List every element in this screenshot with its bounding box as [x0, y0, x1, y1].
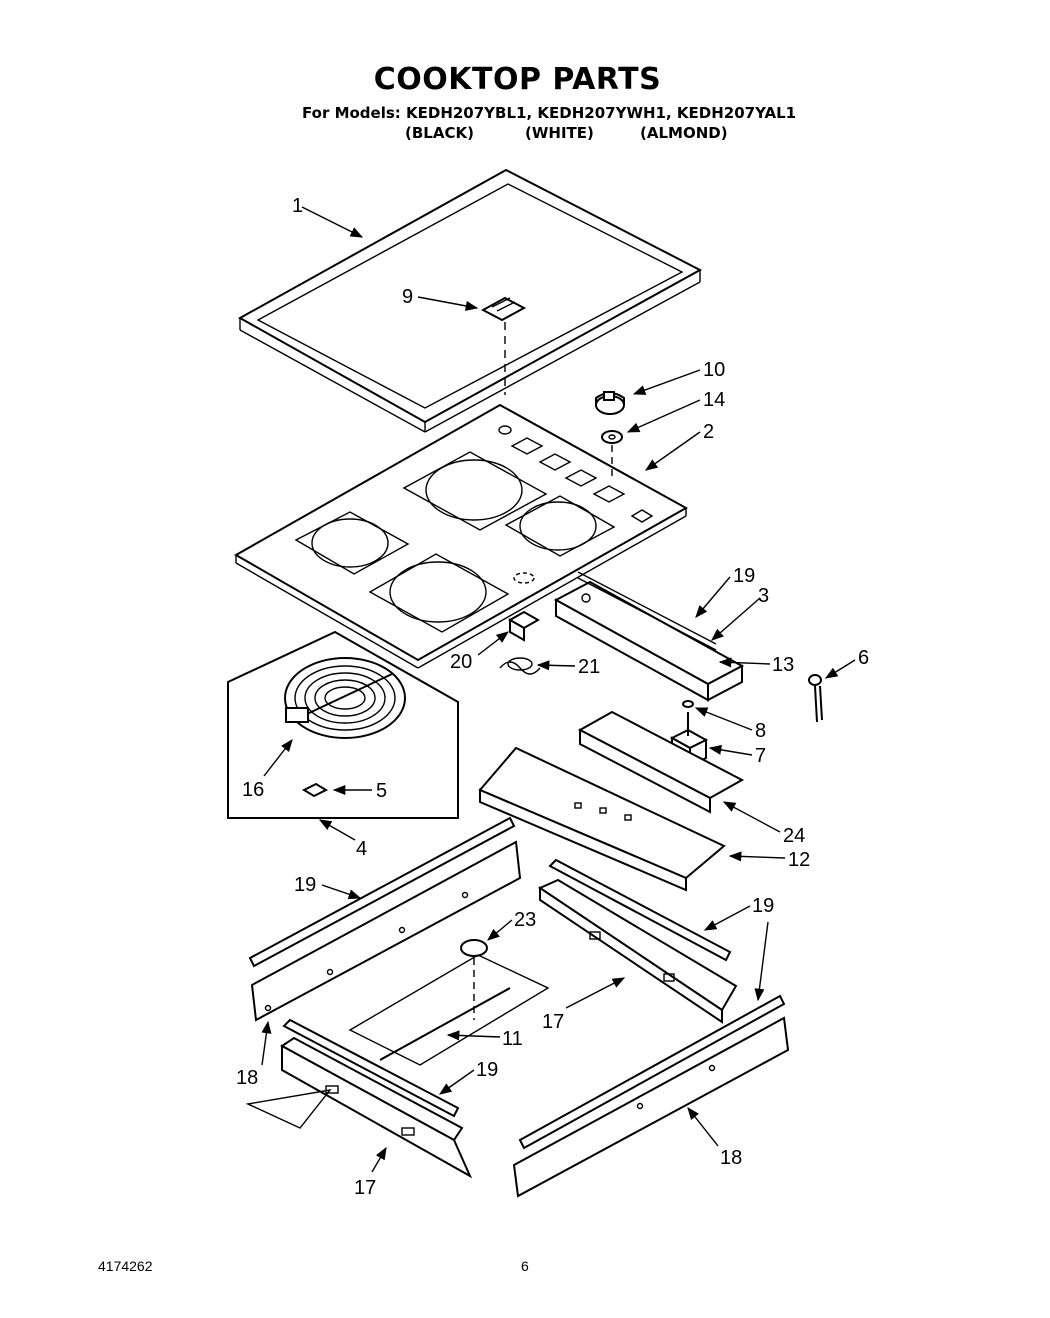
- document-number: 4174262: [98, 1258, 153, 1274]
- side-rail-right: [512, 1016, 790, 1198]
- trim-strip-lower-left: [282, 1018, 460, 1118]
- callout-13: 13: [772, 654, 794, 676]
- callout-19-b: 19: [294, 874, 316, 896]
- callout-19-c: 19: [752, 895, 774, 917]
- base-plate: [348, 954, 550, 1066]
- wire-harness: [499, 657, 541, 675]
- callout-labels: 1 9 10 14 2 19 3 13 6 8 7 24 12 20 21 16…: [236, 195, 869, 1199]
- callout-19-a: 19: [733, 565, 755, 587]
- leader-lines: [261, 206, 856, 1173]
- trim-strip-upper-right: [548, 858, 732, 962]
- callout-19-d: 19: [476, 1059, 498, 1081]
- callout-21: 21: [578, 656, 600, 678]
- callout-8: 8: [755, 720, 766, 742]
- badge: [480, 296, 527, 395]
- callout-1: 1: [292, 195, 303, 217]
- callout-20: 20: [450, 651, 472, 673]
- knob-washer: [601, 430, 623, 480]
- radiant-element: [284, 657, 406, 739]
- callout-3: 3: [758, 585, 769, 607]
- color-almond: (ALMOND): [640, 124, 728, 142]
- callout-11: 11: [502, 1028, 523, 1050]
- trim-strip-lower-right: [518, 994, 786, 1150]
- callout-4: 4: [356, 838, 367, 860]
- callout-18-b: 18: [720, 1147, 742, 1169]
- callout-18-a: 18: [236, 1067, 258, 1089]
- callout-6: 6: [858, 647, 869, 669]
- control-shield: [577, 710, 745, 814]
- switch-nut: [682, 700, 694, 708]
- control-knob: [595, 391, 625, 415]
- callout-17-a: 17: [542, 1011, 564, 1033]
- callout-9: 9: [402, 286, 413, 308]
- callout-12: 12: [788, 849, 810, 871]
- callout-24: 24: [783, 825, 805, 847]
- callout-7: 7: [755, 745, 766, 767]
- color-black: (BLACK): [405, 124, 474, 142]
- control-bracket: [553, 571, 745, 702]
- trim-strip-upper-left: [248, 816, 516, 968]
- page-number: 6: [521, 1258, 529, 1274]
- callout-17-b: 17: [354, 1177, 376, 1199]
- callout-14: 14: [703, 389, 725, 411]
- front-panel: [245, 1036, 473, 1179]
- grommet: [460, 939, 488, 1020]
- callout-23: 23: [514, 909, 536, 931]
- trim-frame: [237, 168, 703, 433]
- indicator-switch: [507, 610, 541, 642]
- cooktop-glass: [233, 403, 689, 669]
- color-white: (WHITE): [525, 124, 594, 142]
- callout-16: 16: [242, 779, 264, 801]
- terminal-block: [808, 674, 823, 723]
- side-panel-right: [537, 878, 738, 1024]
- callout-2: 2: [703, 421, 714, 443]
- callout-5: 5: [376, 780, 387, 802]
- callout-10: 10: [703, 359, 725, 381]
- side-rail-left: [250, 840, 522, 1022]
- page-title: COOKTOP PARTS: [373, 62, 662, 97]
- models-line: For Models: KEDH207YBL1, KEDH207YWH1, KE…: [302, 104, 797, 122]
- bottom-panel: [478, 746, 726, 892]
- element-clip: [301, 782, 329, 798]
- element-inset: [227, 630, 459, 819]
